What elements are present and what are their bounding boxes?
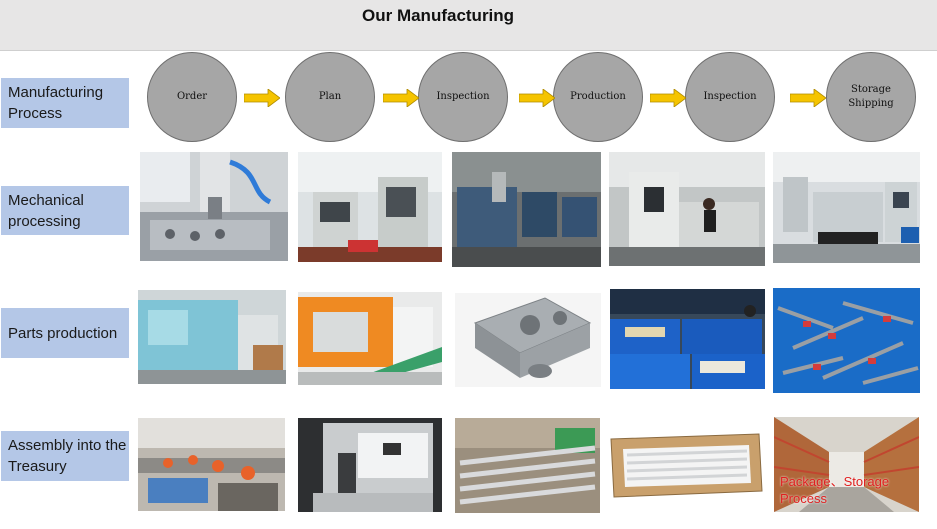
step-inspection-2: Inspection [685,52,775,142]
row-label-mechanical-processing: Mechanical processing [1,186,129,235]
photo-injection-machine [138,290,286,384]
step-production: Production [553,52,643,142]
row-label-manufacturing-process: Manufacturing Process [1,78,129,128]
photo-mold-component [455,293,601,387]
photo-orange-molding-machine [298,292,442,385]
step-storage-shipping: Storage Shipping [826,52,916,142]
photo-assembly-line-workers [138,418,285,511]
photo-sodick-machine [773,152,920,263]
photo-edm-line [452,152,601,267]
step-inspection: Inspection [418,52,508,142]
page-title: Our Manufacturing [362,6,515,25]
photo-milling-operator [609,152,765,266]
photo-machine-shop [298,152,442,262]
photo-packaged-components [455,418,600,513]
arrow-right-icon [790,89,826,107]
row-label-assembly: Assembly into the Treasury [1,431,129,481]
step-plan: Plan [285,52,375,142]
photo-inspection-projector [298,418,442,512]
step-order: Order [147,52,237,142]
photo-blue-crates [610,289,765,389]
arrow-right-icon [244,89,280,107]
photo-cnc-machine [140,152,288,261]
arrow-right-icon [650,89,686,107]
photo-carton-box [609,429,764,499]
page-header: Our Manufacturing [0,0,937,51]
photo-molded-parts-pile [773,288,920,393]
row-label-parts-production: Parts production [1,308,129,358]
arrow-right-icon [383,89,419,107]
arrow-right-icon [519,89,555,107]
photo-warehouse-storage: Package、Storage Process [774,417,919,512]
warehouse-caption: Package、Storage Process [780,474,890,506]
